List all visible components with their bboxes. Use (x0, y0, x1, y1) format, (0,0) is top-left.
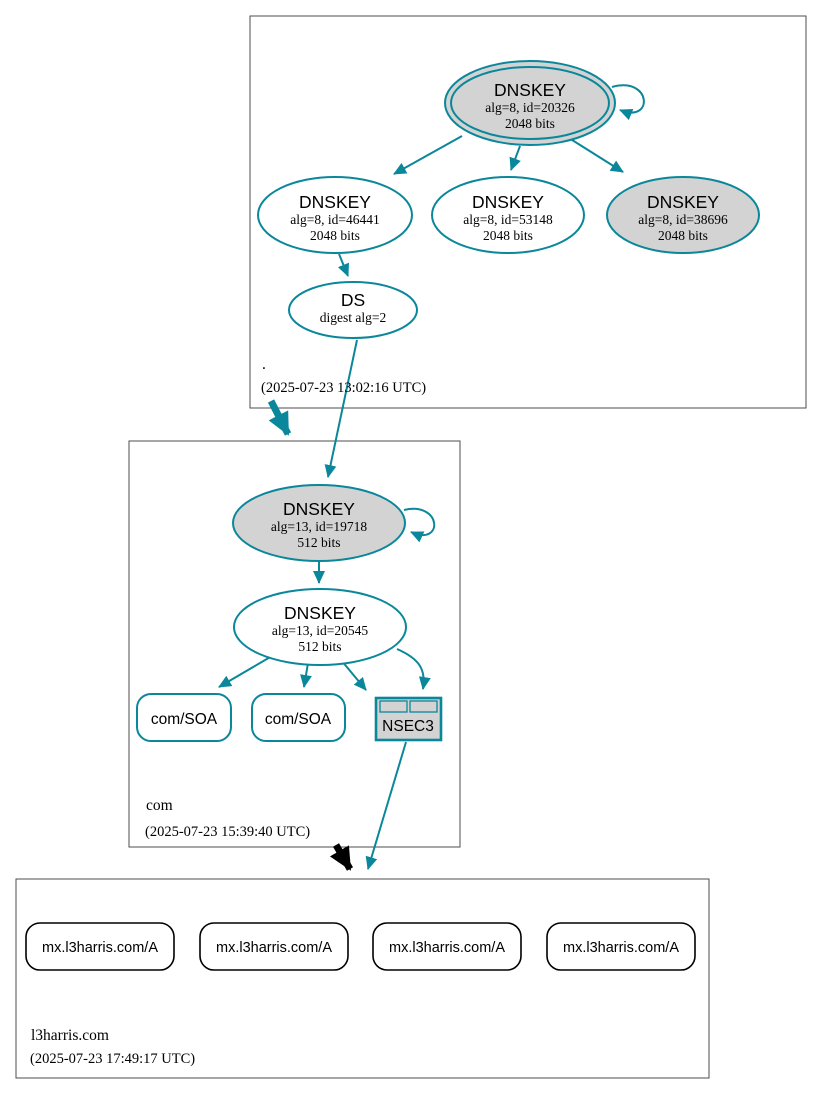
node-size: 2048 bits (483, 228, 533, 243)
self-signing-loop-20326 (611, 84, 645, 121)
zone-box-l3harris (15, 878, 710, 1079)
zone-label-root: . (262, 356, 266, 373)
node-dnskey-53148[interactable]: DNSKEY alg=8, id=53148 2048 bits (431, 176, 585, 254)
node-detail: alg=8, id=20326 (485, 100, 575, 115)
nsec3-cell-right (409, 700, 438, 713)
zone-box-root (249, 15, 807, 409)
zone-timestamp-root: (2025-07-23 13:02:16 UTC) (261, 380, 426, 396)
rrsig-arrow-20545-nsec3-right (396, 648, 431, 690)
node-title: DNSKEY (494, 80, 566, 100)
node-size: 2048 bits (310, 228, 360, 243)
node-com-soa-2[interactable]: com/SOA (251, 693, 346, 742)
rrsig-arrow-20545-soa2 (300, 662, 312, 688)
zone-timestamp-l3harris: (2025-07-23 17:49:17 UTC) (30, 1051, 195, 1067)
node-dnskey-19718-ksk[interactable]: DNSKEY alg=13, id=19718 512 bits (232, 484, 406, 562)
rrsig-arrow-20326-46441 (393, 135, 463, 175)
node-dnskey-38696[interactable]: DNSKEY alg=8, id=38696 2048 bits (606, 176, 760, 254)
secure-delegation-arrow-root-com (267, 399, 292, 436)
node-title: DNSKEY (299, 192, 371, 212)
node-size: 2048 bits (658, 228, 708, 243)
rrsig-arrow-20545-soa1 (218, 655, 273, 688)
rrsig-arrow-20326-53148 (509, 145, 521, 171)
node-com-soa-1[interactable]: com/SOA (136, 693, 232, 742)
node-detail: alg=8, id=53148 (463, 212, 553, 227)
node-title: DS (341, 290, 365, 310)
node-detail: digest alg=2 (320, 310, 386, 325)
zone-box-com (128, 440, 461, 848)
node-dnskey-20545[interactable]: DNSKEY alg=13, id=20545 512 bits (233, 588, 407, 666)
node-detail: alg=8, id=46441 (290, 212, 379, 227)
digest-arrow-46441-ds (337, 253, 350, 277)
node-title: DNSKEY (647, 192, 719, 212)
node-dnskey-46441[interactable]: DNSKEY alg=8, id=46441 2048 bits (257, 176, 413, 254)
rrsig-arrow-20545-nsec3-left (340, 659, 367, 691)
node-mx-a-4[interactable]: mx.l3harris.com/A (546, 922, 696, 971)
node-label: com/SOA (151, 711, 218, 728)
zone-label-l3harris: l3harris.com (31, 1027, 109, 1044)
ds-to-dnskey-arrow (324, 339, 358, 478)
node-label: mx.l3harris.com/A (42, 940, 158, 956)
node-detail: alg=13, id=20545 (272, 623, 368, 638)
node-detail: alg=13, id=19718 (271, 519, 367, 534)
zone-label-com: com (146, 797, 173, 814)
node-label: com/SOA (265, 711, 332, 728)
nsec3-cell-left (379, 700, 408, 713)
self-signing-loop-19718 (403, 507, 436, 543)
node-title: DNSKEY (283, 499, 355, 519)
node-mx-a-2[interactable]: mx.l3harris.com/A (199, 922, 349, 971)
node-label: NSEC3 (382, 718, 434, 735)
node-label: mx.l3harris.com/A (563, 940, 679, 956)
node-dnskey-20326-ksk[interactable]: DNSKEY alg=8, id=20326 2048 bits (444, 60, 616, 146)
node-size: 512 bits (297, 535, 340, 550)
node-size: 512 bits (298, 639, 341, 654)
node-mx-a-1[interactable]: mx.l3harris.com/A (25, 922, 175, 971)
node-ds[interactable]: DS digest alg=2 (288, 281, 418, 339)
node-detail: alg=8, id=38696 (638, 212, 728, 227)
node-size: 2048 bits (505, 116, 555, 131)
node-label: mx.l3harris.com/A (216, 940, 332, 956)
node-mx-a-3[interactable]: mx.l3harris.com/A (372, 922, 522, 971)
node-title: DNSKEY (472, 192, 544, 212)
node-label: mx.l3harris.com/A (389, 940, 505, 956)
insecure-delegation-arrow-com-l3harris (329, 843, 354, 871)
zone-timestamp-com: (2025-07-23 15:39:40 UTC) (145, 824, 310, 840)
nsec3-proof-arrow-com-l3harris (365, 741, 407, 870)
node-title: DNSKEY (284, 603, 356, 623)
node-nsec3[interactable]: NSEC3 (374, 696, 443, 742)
